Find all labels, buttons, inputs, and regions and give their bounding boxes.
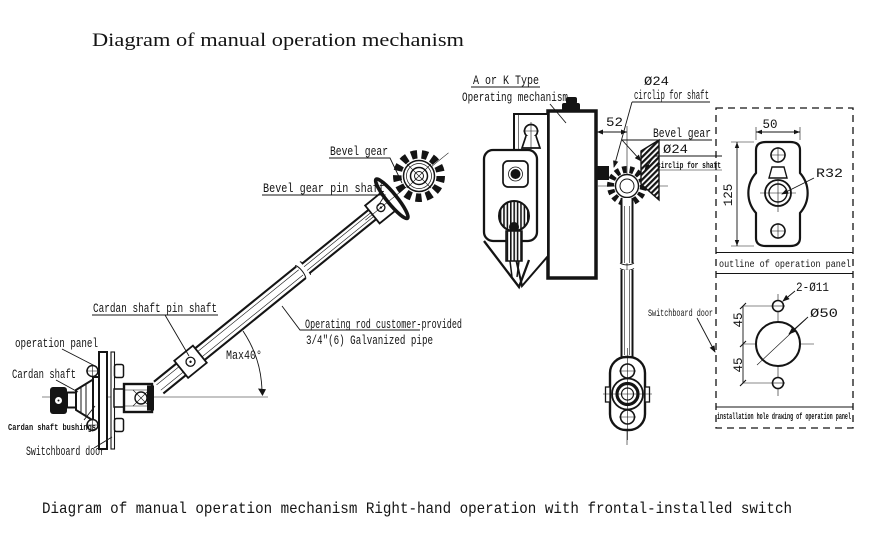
leader-circlip-top (613, 101, 633, 168)
operating-rod-assembly (153, 152, 449, 395)
leader-operating-rod (281, 305, 420, 331)
label-operation-panel: operation panel (15, 337, 98, 351)
installation-hole-drawing (716, 290, 853, 408)
panel-broken-edge (483, 240, 531, 290)
switch-assembly (482, 148, 539, 290)
label-cardan-shaft-pin-shaft: Cardan shaft pin shaft (93, 302, 217, 316)
label-switchboard-door-center: Switchboard door (648, 308, 713, 320)
bevel-gear-wheel (393, 150, 445, 202)
operating-rod-pipe (153, 266, 306, 394)
leader-circlip2 (645, 155, 722, 170)
panel-outline-drawing (731, 127, 815, 248)
page-title: Diagram of manual operation mechanism (92, 30, 464, 51)
bevel-gear-wheel-center (607, 166, 647, 206)
label-circlip-top-dia: Ø24 (644, 75, 669, 89)
bolt (113, 417, 125, 433)
label-max-angle: Max40° (226, 349, 262, 363)
label-cardan-shaft: Cardan shaft (12, 368, 76, 382)
bolt (113, 363, 125, 379)
drawing-caption: Diagram of manual operation mechanism Ri… (42, 500, 792, 518)
label-switchboard-door: Switchboard door (26, 445, 105, 459)
leader-bushings (83, 405, 96, 421)
operating-mechanism-box (546, 109, 598, 280)
label-bevel-gear-pin-shaft: Bevel gear pin shaft (263, 182, 385, 196)
box-top-knob (562, 103, 580, 112)
label-type-1: A or K Type (473, 74, 539, 88)
label-bevel-gear: Bevel gear (330, 145, 388, 159)
keyhole (520, 122, 542, 151)
leader-bevel-gear (329, 157, 403, 184)
label-install-caption: installation hole drawing of operation p… (717, 411, 851, 422)
label-circlip2-dia: Ø24 (663, 143, 688, 157)
left-diagram: Bevel gear Bevel gear pin shaft Cardan s… (8, 145, 462, 459)
switch-handle (505, 230, 523, 262)
arc-arrowhead (258, 388, 266, 396)
label-bevel-gear-center: Bevel gear (653, 127, 711, 141)
operation-panel-plate (98, 351, 108, 450)
label-cardan-bushings: Cardan shaft bushings (8, 422, 96, 433)
leader-switchboard-door-center (696, 317, 716, 353)
gear-connector (596, 166, 609, 180)
leader-type (549, 103, 567, 124)
leader-operation-panel (61, 348, 98, 368)
dim-52 (597, 129, 627, 135)
leader-cardan-pin (92, 314, 218, 357)
label-circlip-top: circlip for shaft (634, 89, 709, 103)
leader-bevel-gear-center (621, 139, 712, 161)
label-dim-52: 52 (606, 116, 623, 130)
label-dim-125: 125 (722, 184, 736, 207)
label-dim-45-top: 45 (732, 312, 746, 327)
label-operating-rod-2: 3/4"(6) Galvanized pipe (306, 334, 433, 348)
cardan-shaft-bushing (75, 377, 94, 423)
label-dia-50: Ø50 (810, 307, 838, 321)
right-panel: 50 125 R32 outline of operation panel 2-… (715, 107, 854, 429)
label-circlip2: circlip for shaft (657, 160, 721, 171)
center-diagram: A or K Type Operating mechanism Ø24 circ… (462, 74, 722, 445)
label-dim-50: 50 (762, 118, 777, 132)
caption-band-lines (716, 252, 853, 274)
label-holes: 2-Ø11 (796, 281, 829, 295)
leader-switchboard-door (93, 436, 113, 449)
label-operating-rod-1: Operating rod customer-provided (305, 318, 462, 332)
leader-cardan-shaft (55, 379, 79, 393)
operation-panel-front (603, 348, 652, 440)
label-outline-caption: outline of operation panel (719, 259, 851, 271)
vertical-rod (619, 198, 635, 357)
label-dim-45-bottom: 45 (732, 357, 746, 372)
label-type-2: Operating mechanism (462, 91, 568, 105)
angle-arc (242, 330, 263, 395)
label-r32: R32 (816, 167, 843, 181)
cardan-shaft-assembly (50, 351, 154, 450)
leader-bevel-pin (262, 194, 386, 207)
operating-rod-upper (301, 209, 377, 274)
